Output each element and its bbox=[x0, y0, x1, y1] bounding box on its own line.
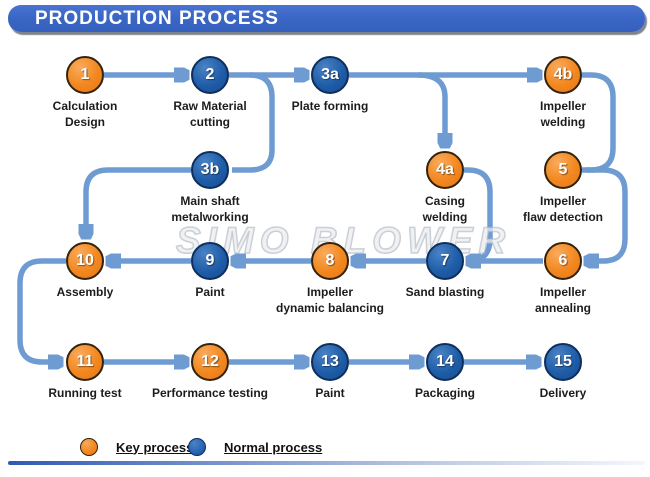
process-step-circle-7[interactable]: 7 bbox=[426, 242, 464, 280]
legend-item-key-process: Key process bbox=[80, 438, 193, 456]
label-line: flaw detection bbox=[522, 209, 603, 224]
edge-2-3b bbox=[232, 72, 275, 173]
process-step-circle-3b[interactable]: 3b bbox=[191, 151, 229, 189]
edge-3b-10 bbox=[86, 167, 191, 238]
process-step-label-11: Running test bbox=[10, 386, 160, 402]
process-step-circle-14[interactable]: 14 bbox=[426, 343, 464, 381]
process-step-circle-4a[interactable]: 4a bbox=[426, 151, 464, 189]
process-step-circle-4b[interactable]: 4b bbox=[544, 56, 582, 94]
edge-10-11 bbox=[17, 258, 66, 362]
process-step-circle-2[interactable]: 2 bbox=[191, 56, 229, 94]
label-line: Delivery bbox=[539, 386, 587, 400]
label-line: Performance testing bbox=[151, 386, 269, 400]
label-line: Impeller bbox=[539, 194, 587, 208]
label-line: Casing bbox=[424, 194, 465, 208]
label-line: Paint bbox=[315, 386, 345, 400]
process-step-label-13: Paint bbox=[255, 386, 405, 402]
label-line: metalworking bbox=[171, 209, 249, 224]
bottom-divider bbox=[8, 461, 645, 465]
process-step-circle-8[interactable]: 8 bbox=[311, 242, 349, 280]
label-line: Sand blasting bbox=[405, 285, 485, 299]
edge-5-6 bbox=[582, 167, 628, 261]
label-line: Packaging bbox=[414, 386, 476, 400]
legend-label: Normal process bbox=[224, 439, 323, 455]
label-line: Impeller bbox=[539, 285, 587, 299]
process-step-label-15: Delivery bbox=[488, 386, 638, 402]
label-line: Assembly bbox=[56, 285, 114, 299]
process-step-label-12: Performance testing bbox=[135, 386, 285, 402]
label-line: dynamic balancing bbox=[275, 300, 385, 315]
label-line: cutting bbox=[190, 114, 230, 129]
label-line: Paint bbox=[195, 285, 225, 299]
label-line: welding bbox=[540, 114, 586, 129]
label-line: Calculation bbox=[52, 99, 118, 113]
process-step-circle-1[interactable]: 1 bbox=[66, 56, 104, 94]
label-line: welding bbox=[422, 209, 468, 224]
process-step-label-3a: Plate forming bbox=[255, 99, 405, 115]
label-line: Design bbox=[64, 114, 105, 129]
process-step-label-10: Assembly bbox=[10, 285, 160, 301]
label-line: Plate forming bbox=[291, 99, 369, 113]
key-process-dot-icon bbox=[80, 438, 98, 456]
legend-label: Key process bbox=[116, 439, 194, 455]
label-line: Raw Material bbox=[173, 99, 247, 113]
label-line: Running test bbox=[48, 386, 122, 400]
process-step-label-14: Packaging bbox=[370, 386, 520, 402]
page-title: PRODUCTION PROCESS bbox=[35, 7, 279, 29]
label-line: Main shaft bbox=[180, 194, 240, 208]
legend-item-normal-process: Normal process bbox=[188, 438, 322, 456]
process-step-label-9: Paint bbox=[135, 285, 285, 301]
process-step-circle-9[interactable]: 9 bbox=[191, 242, 229, 280]
process-step-circle-10[interactable]: 10 bbox=[66, 242, 104, 280]
process-step-circle-6[interactable]: 6 bbox=[544, 242, 582, 280]
process-step-label-7: Sand blasting bbox=[370, 285, 520, 301]
process-step-circle-11[interactable]: 11 bbox=[66, 343, 104, 381]
process-step-circle-13[interactable]: 13 bbox=[311, 343, 349, 381]
normal-process-dot-icon bbox=[188, 438, 206, 456]
header-bar: PRODUCTION PROCESS bbox=[8, 5, 645, 32]
edge-3a-4a bbox=[417, 72, 445, 147]
label-line: annealing bbox=[534, 300, 591, 315]
legend: Key process Normal process bbox=[0, 438, 650, 462]
process-step-circle-5[interactable]: 5 bbox=[544, 151, 582, 189]
process-step-circle-15[interactable]: 15 bbox=[544, 343, 582, 381]
label-line: Impeller bbox=[539, 99, 587, 113]
process-step-circle-12[interactable]: 12 bbox=[191, 343, 229, 381]
label-line: Impeller bbox=[306, 285, 354, 299]
process-step-circle-3a[interactable]: 3a bbox=[311, 56, 349, 94]
